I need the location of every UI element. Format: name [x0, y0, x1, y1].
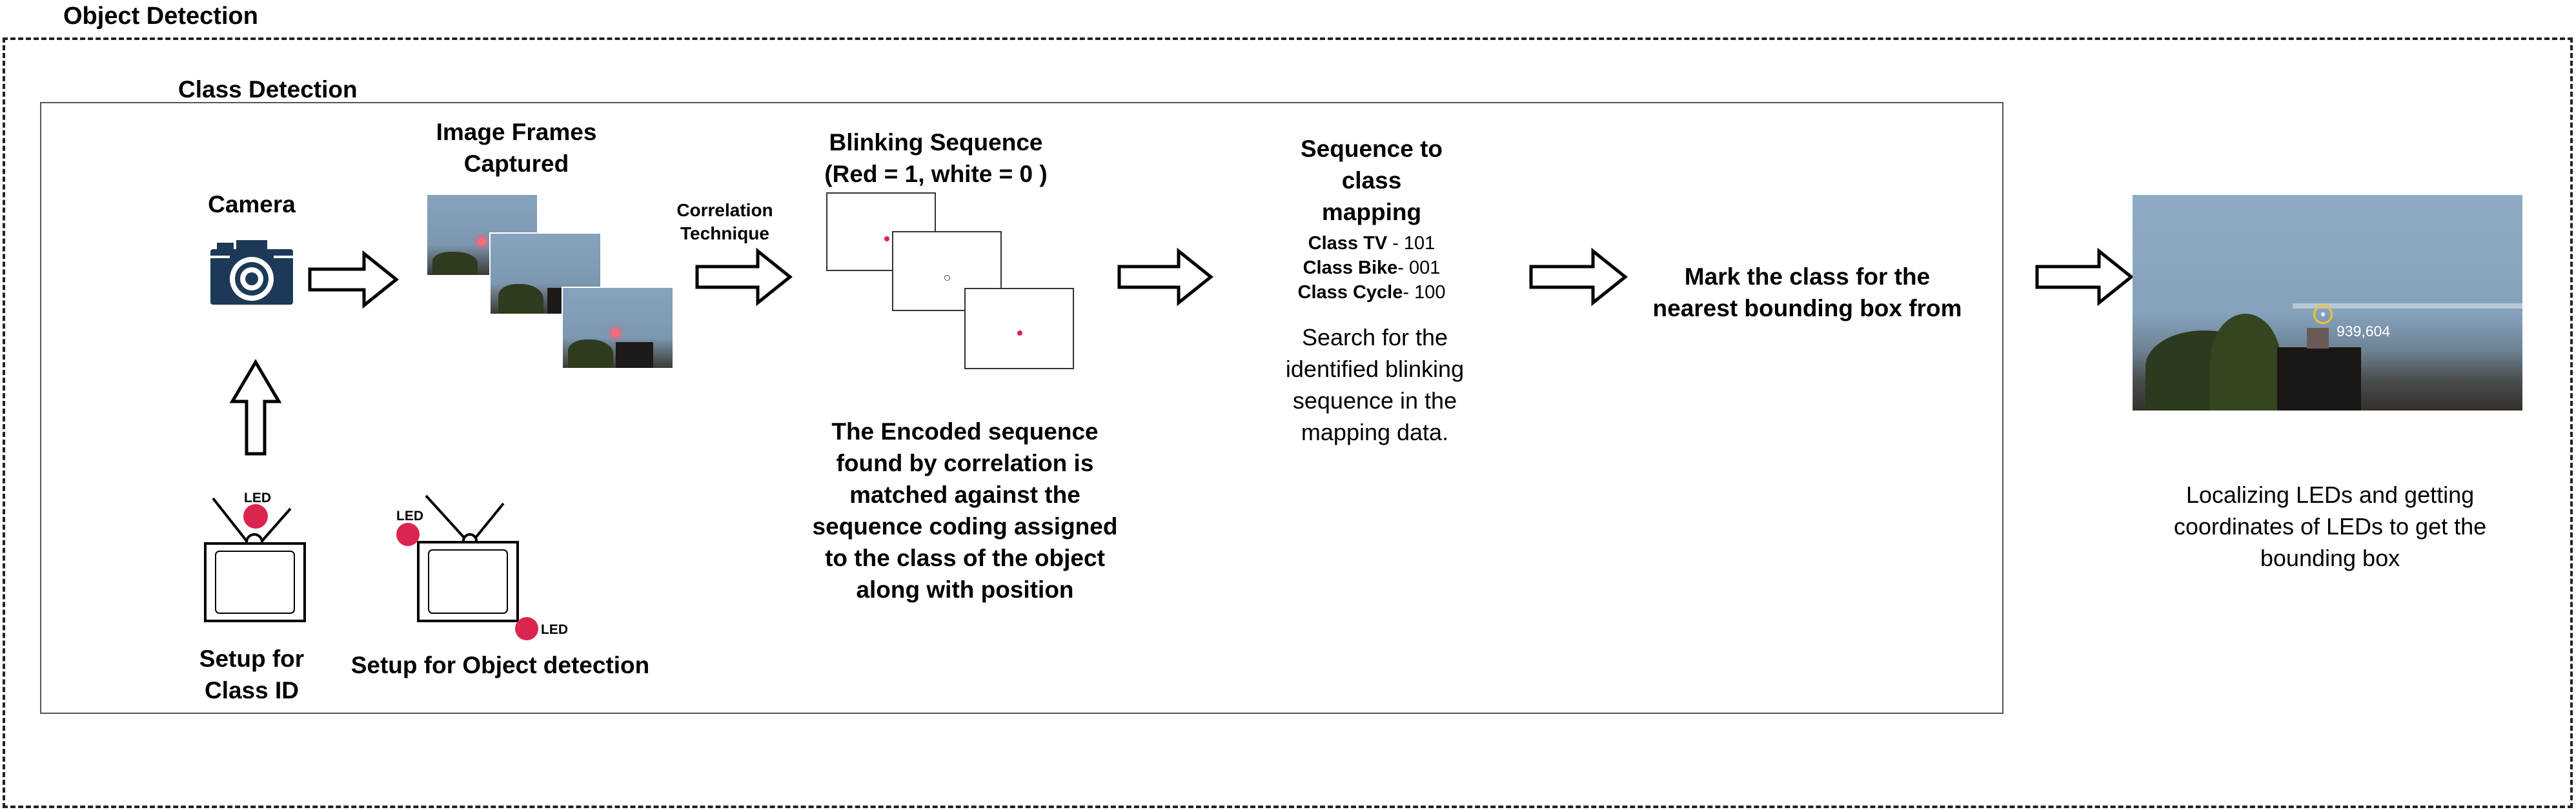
localized-led-image: 939,604	[2133, 195, 2522, 411]
mapping-entry-cycle: Class Cycle- 100	[1297, 282, 1446, 303]
arrow-setup-to-camera	[229, 359, 282, 456]
object-detection-section	[3, 37, 2573, 808]
arrow-camera-to-frames	[308, 250, 400, 309]
correlation-label: Correlation Technique	[676, 200, 773, 243]
tv-object-detection-icon	[396, 494, 538, 640]
object-led-top-label: LED	[396, 509, 423, 523]
mapping-entry-bike: Class Bike- 001	[1303, 258, 1441, 278]
setup-object-detection-label: Setup for Object detection	[350, 652, 650, 678]
arrow-sequence-to-mapping	[1117, 247, 1214, 307]
arrow-mark-to-result	[2035, 247, 2135, 307]
mapping-label: Sequence to class mapping	[1301, 136, 1443, 225]
led-coordinate: 939,604	[2337, 323, 2391, 340]
localize-description: Localizing LEDs and getting coordinates …	[2173, 482, 2487, 571]
setup-class-id-label: Setup for Class ID	[199, 645, 305, 704]
mapping-list: Class TV - 101 Class Bike- 001 Class Cyc…	[1275, 231, 1468, 305]
class-detection-section	[40, 102, 2003, 714]
camera-label: Camera	[208, 191, 296, 218]
arrow-mapping-to-mark	[1529, 247, 1628, 307]
object-led-bottom-label: LED	[541, 622, 568, 637]
captured-frame-3	[562, 287, 674, 369]
mark-class-label: Mark the class for the nearest bounding …	[1652, 263, 1962, 321]
mapping-description: Search for the identified blinking seque…	[1285, 324, 1465, 445]
blinking-sequence-label: Blinking Sequence (Red = 1, white = 0 )	[824, 129, 1048, 187]
encoded-sequence-description: The Encoded sequence found by correlatio…	[812, 418, 1118, 603]
arrow-frames-to-sequence	[695, 247, 793, 307]
tv-class-id-icon	[204, 497, 306, 622]
camera-icon	[210, 240, 293, 305]
object-detection-title: Object Detection	[63, 3, 258, 30]
class-detection-title: Class Detection	[178, 76, 358, 103]
mapping-entry-tv: Class TV - 101	[1308, 233, 1435, 254]
class-id-led-label: LED	[244, 491, 271, 505]
led-highlight-ring	[2313, 305, 2333, 324]
sequence-frame-3	[964, 288, 1074, 369]
frames-label: Image Frames Captured	[436, 119, 597, 177]
